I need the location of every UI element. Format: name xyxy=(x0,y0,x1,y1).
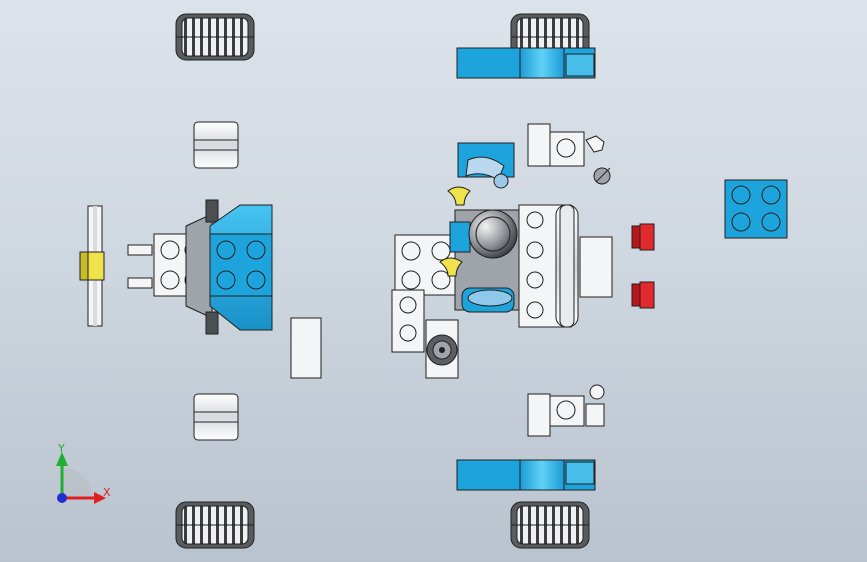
tire-bottom-right[interactable] xyxy=(510,501,590,549)
tire-bottom-left[interactable] xyxy=(175,501,255,549)
hinge-bracket-top[interactable] xyxy=(527,123,611,185)
z-axis-dot xyxy=(57,493,67,503)
front-chassis-assembly[interactable] xyxy=(127,199,273,335)
y-axis-label: Y xyxy=(57,442,65,455)
upper-arm-assembly[interactable] xyxy=(457,142,515,189)
x-axis-label: X xyxy=(103,486,111,499)
tire-top-left[interactable] xyxy=(175,13,255,61)
front-axle-plate[interactable] xyxy=(79,205,105,327)
wheel-rim[interactable] xyxy=(425,319,459,379)
coordinate-triad: Y X xyxy=(56,442,111,504)
hinge-bracket-bottom[interactable] xyxy=(527,384,605,437)
main-body-assembly[interactable] xyxy=(391,186,613,353)
red-stud-bottom[interactable] xyxy=(631,281,655,309)
blue-brick-2x2[interactable] xyxy=(724,179,788,239)
axle-roller-top[interactable] xyxy=(193,121,239,169)
mudguard-bottom[interactable] xyxy=(456,459,596,491)
white-tile[interactable] xyxy=(290,317,322,379)
axle-roller-bottom[interactable] xyxy=(193,393,239,441)
mudguard-top[interactable] xyxy=(456,47,596,79)
red-stud-top[interactable] xyxy=(631,223,655,251)
